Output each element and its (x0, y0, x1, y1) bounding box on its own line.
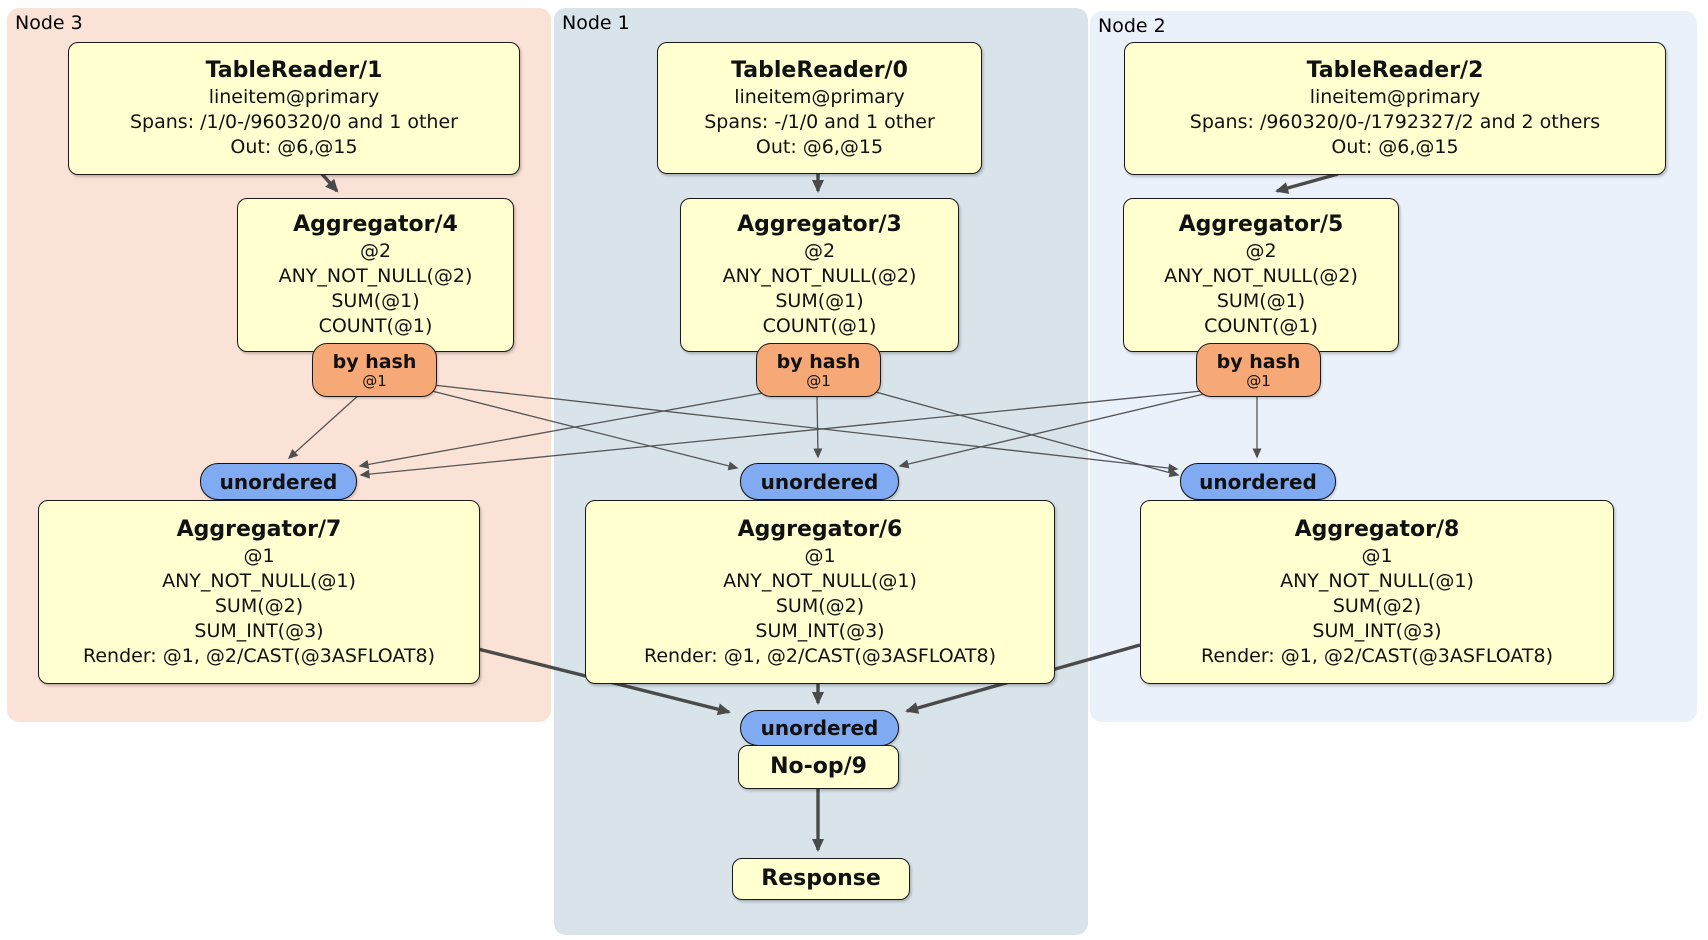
router-label: by hash (332, 350, 417, 373)
sync-unordered-node1: unordered (740, 463, 899, 500)
processor-detail: SUM(@1) (775, 290, 864, 312)
router-label: by hash (776, 350, 861, 373)
processor-detail: lineitem@primary (734, 85, 905, 108)
processor-detail: Out: @6,@15 (1331, 136, 1459, 158)
processor-detail: COUNT(@1) (318, 315, 433, 337)
processor-detail: @1 (804, 544, 836, 567)
router-detail: @1 (1246, 371, 1271, 390)
processor-title: Aggregator/8 (1294, 516, 1460, 542)
processor-detail: @2 (1245, 240, 1277, 262)
processor-title: Aggregator/6 (737, 516, 903, 542)
processor-title: Aggregator/3 (737, 212, 902, 237)
processor-detail: Render: @1, @2/CAST(@3ASFLOAT8) (83, 644, 435, 667)
processor-detail: lineitem@primary (208, 86, 380, 108)
processor-detail: Spans: /1/0-/960320/0 and 1 other (130, 111, 458, 133)
processor-aggregator-6: Aggregator/6 @1 ANY_NOT_NULL(@1) SUM(@2)… (585, 500, 1055, 684)
processor-detail: Render: @1, @2/CAST(@3ASFLOAT8) (1201, 644, 1553, 667)
sync-unordered-node2: unordered (1180, 463, 1336, 500)
router-by-hash-node3: by hash @1 (312, 343, 437, 397)
processor-tablereader-0: TableReader/0 lineitem@primary Spans: -/… (657, 42, 982, 174)
processor-detail: SUM_INT(@3) (194, 619, 324, 642)
processor-tablereader-2: TableReader/2 lineitem@primary Spans: /9… (1124, 42, 1666, 175)
processor-noop-9: No-op/9 (738, 745, 899, 789)
processor-detail: SUM(@2) (214, 594, 304, 617)
processor-aggregator-7: Aggregator/7 @1 ANY_NOT_NULL(@1) SUM(@2)… (38, 500, 480, 684)
processor-title: Aggregator/5 (1178, 212, 1344, 237)
sync-unordered-final: unordered (740, 710, 899, 746)
processor-detail: Spans: -/1/0 and 1 other (704, 110, 935, 133)
processor-detail: COUNT(@1) (1204, 315, 1318, 337)
region-label-node1: Node 1 (562, 12, 630, 34)
processor-detail: @2 (359, 240, 392, 262)
sync-label: unordered (760, 716, 879, 740)
processor-detail: SUM(@1) (1216, 290, 1306, 312)
router-detail: @1 (362, 371, 387, 390)
processor-detail: Render: @1, @2/CAST(@3ASFLOAT8) (644, 644, 996, 667)
processor-detail: SUM(@1) (331, 290, 420, 312)
processor-title: Aggregator/4 (293, 212, 458, 237)
processor-title: No-op/9 (770, 754, 867, 779)
processor-aggregator-4: Aggregator/4 @2 ANY_NOT_NULL(@2) SUM(@1)… (237, 198, 514, 352)
processor-detail: SUM(@2) (775, 594, 865, 617)
processor-title: Aggregator/7 (176, 516, 342, 542)
processor-detail: Out: @6,@15 (755, 135, 884, 158)
processor-detail: @2 (803, 240, 836, 262)
region-label-node2: Node 2 (1098, 15, 1166, 37)
processor-detail: SUM(@2) (1332, 594, 1422, 617)
processor-tablereader-1: TableReader/1 lineitem@primary Spans: /1… (68, 42, 520, 175)
processor-detail: SUM_INT(@3) (755, 619, 885, 642)
processor-detail: ANY_NOT_NULL(@1) (723, 569, 917, 592)
router-detail: @1 (806, 371, 831, 390)
processor-detail: SUM_INT(@3) (1312, 619, 1442, 642)
processor-detail: Spans: /960320/0-/1792327/2 and 2 others (1189, 111, 1601, 133)
processor-detail: ANY_NOT_NULL(@1) (1280, 569, 1474, 592)
processor-aggregator-5: Aggregator/5 @2 ANY_NOT_NULL(@2) SUM(@1)… (1123, 198, 1399, 352)
router-by-hash-node2: by hash @1 (1196, 343, 1321, 397)
processor-detail: @1 (243, 544, 275, 567)
sync-label: unordered (219, 469, 338, 494)
processor-detail: Out: @6,@15 (230, 136, 358, 158)
processor-detail: lineitem@primary (1309, 86, 1481, 108)
sync-label: unordered (1199, 469, 1317, 494)
processor-title: Response (761, 866, 881, 891)
processor-title: TableReader/1 (205, 58, 383, 83)
processor-response: Response (732, 858, 910, 900)
processor-detail: ANY_NOT_NULL(@1) (162, 569, 356, 592)
processor-title: TableReader/0 (731, 57, 908, 83)
sync-label: unordered (760, 469, 879, 494)
processor-detail: ANY_NOT_NULL(@2) (722, 265, 917, 287)
region-label-node3: Node 3 (15, 12, 83, 34)
processor-detail: ANY_NOT_NULL(@2) (1164, 265, 1358, 287)
router-label: by hash (1216, 350, 1301, 373)
sync-unordered-node3: unordered (200, 463, 357, 500)
router-by-hash-node1: by hash @1 (756, 343, 881, 397)
processor-aggregator-3: Aggregator/3 @2 ANY_NOT_NULL(@2) SUM(@1)… (680, 198, 959, 352)
processor-detail: @1 (1361, 544, 1393, 567)
processor-aggregator-8: Aggregator/8 @1 ANY_NOT_NULL(@1) SUM(@2)… (1140, 500, 1614, 684)
processor-detail: ANY_NOT_NULL(@2) (278, 265, 473, 287)
processor-detail: COUNT(@1) (762, 315, 877, 337)
processor-title: TableReader/2 (1306, 58, 1484, 83)
